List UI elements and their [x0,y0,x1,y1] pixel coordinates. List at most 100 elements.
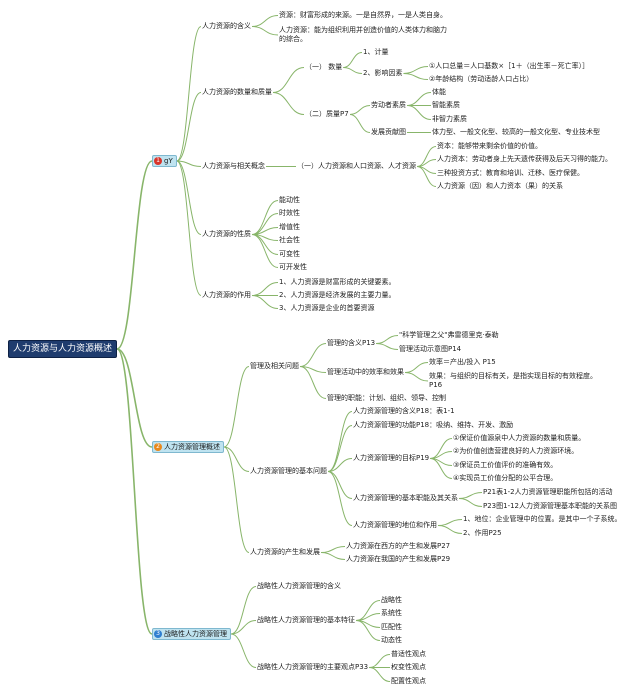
topic-hrm-functions[interactable]: 人力资源管理的功能P18：吸纳、维持、开发、激励 [352,421,515,430]
topic-taylor[interactable]: "科学管理之父"弗雷德里克·泰勒 [398,331,500,340]
topic-goal-1[interactable]: ①保证价值源泉中人力资源的数量和质量。 [452,434,587,443]
topic-contribution-chart[interactable]: 发展贡献图 [370,128,407,137]
topic-population-talent[interactable]: （一）人力资源和人口资源、人才资源 [296,162,417,171]
root-topic[interactable]: 人力资源与人力资源概述 [8,340,118,358]
number-badge-icon: 3 [154,630,162,638]
connector-line [376,343,399,350]
topic-role-enterprise[interactable]: 3、人力资源是企业的首要资源 [278,304,376,313]
topic-strategic[interactable]: 战略性 [380,596,403,605]
topic-universal-view[interactable]: 普适性观点 [390,650,427,659]
topic-related-concepts[interactable]: 人力资源与相关概念 [201,162,266,171]
topic-developability[interactable]: 可开发性 [278,263,308,272]
topic-contingency-view[interactable]: 权变性观点 [390,663,427,672]
topic-systematic[interactable]: 系统性 [380,609,403,618]
number-badge-icon: 1 [154,157,162,165]
topic-figure-1-12[interactable]: P23图1-12人力资源管理基本职能的关系图 [482,502,619,511]
connector-line [437,525,463,534]
topic-dynamic[interactable]: 动态性 [380,636,403,645]
topic-management-diagram[interactable]: 管理活动示意图P14 [398,345,463,354]
topic-position[interactable]: 1、地位：企业管理中的位置。是其中一个子系统。 [462,515,623,524]
topic-management-functions[interactable]: 管理的职能：计划、组织、领导、控制 [326,394,447,403]
topic-role-economy[interactable]: 2、人力资源是经济发展的主要力量。 [278,291,397,300]
topic-timeliness[interactable]: 时效性 [278,209,301,218]
connector-line [176,160,202,296]
connector-line [230,633,257,668]
topic-hr-meaning[interactable]: 人力资源的含义 [201,22,252,31]
topic-efficiency[interactable]: 效率＝产出/投入 P15 [428,358,497,367]
topic-position-role[interactable]: 人力资源管理的地位和作用 [352,521,438,530]
connector-line [320,552,346,560]
topic-effectiveness[interactable]: 效果：与组织的目标有关，是指实现目标的有效程度。P16 [428,372,600,390]
connector-line [349,105,371,115]
topic-hr-definition[interactable]: 人力资源：能为组织利用并创造价值的人类体力和脑力的综合。 [278,26,450,44]
topic-shrm-views[interactable]: 战略性人力资源管理的主要观点P33 [256,663,370,672]
connector-line [251,295,279,309]
connector-line [406,92,432,106]
topic-matching[interactable]: 匹配性 [380,623,403,632]
topic-initiative[interactable]: 能动性 [278,196,301,205]
topic-west-development[interactable]: 人力资源在西方的产生和发展P27 [345,542,452,551]
topic-goal-3[interactable]: ③保证员工价值评价的准确有效。 [452,461,559,470]
topic-configuration-view[interactable]: 配置性观点 [390,677,427,686]
topic-resource-definition[interactable]: 资源：财富形成的来源。一是自然界，一是人类自身。 [278,11,448,20]
topic-hr-quantity-quality[interactable]: 人力资源的数量和质量 [201,88,273,97]
topic-capital[interactable]: 资本：能够带来剩余价值的价值。 [436,142,543,151]
topic-appreciation[interactable]: 增值性 [278,223,301,232]
main-topic-label: gY [164,157,173,165]
topic-population-total[interactable]: ①人口总量＝人口基数×［1＋（出生率－死亡率）］ [428,62,591,71]
topic-physical[interactable]: 体能 [431,88,447,97]
topic-measurement[interactable]: 1、计量 [362,48,390,57]
topic-goal-4[interactable]: ④实现员工价值分配的公平合理。 [452,474,559,483]
topic-basic-functions-relations[interactable]: 人力资源管理的基本职能及其关系 [352,494,459,503]
connector-line [404,372,429,382]
main-topic-2[interactable]: 2 人力资源管理概述 [152,441,224,453]
topic-efficiency-effectiveness[interactable]: 管理活动中的效率和效果 [326,368,405,377]
connector-line [176,92,202,162]
topic-cause-effect[interactable]: 人力资源（因）和人力资本（果）的关系 [436,182,564,191]
connector-line [458,498,483,507]
connector-line [223,446,250,553]
topic-role-wealth[interactable]: 1、人力资源是财富形成的关键要素。 [278,278,397,287]
topic-shrm-meaning[interactable]: 战略性人力资源管理的含义 [256,582,342,591]
connector-line [327,471,353,526]
connector-line [403,73,429,80]
connector-line [349,114,371,133]
connector-line [355,620,381,641]
topic-labor-types[interactable]: 体力型、一般文化型、较高的一般文化型、专业技术型 [431,128,601,137]
topic-management-meaning[interactable]: 管理的含义P13 [326,339,377,348]
topic-role-p25[interactable]: 2、作用P25 [462,529,503,538]
connector-line [116,160,153,350]
topic-management-issues[interactable]: 管理及相关问题 [249,362,300,371]
connector-line [223,446,250,472]
connector-line [327,425,353,472]
connector-line [403,66,429,74]
main-topic-3[interactable]: 3 战略性人力资源管理 [152,628,231,640]
topic-china-development[interactable]: 人力资源在我国的产生和发展P29 [345,555,452,564]
topic-shrm-features[interactable]: 战略性人力资源管理的基本特征 [256,616,356,625]
topic-sociality[interactable]: 社会性 [278,236,301,245]
connector-line [327,458,353,472]
topic-non-intellectual[interactable]: 非智力素质 [431,115,468,124]
topic-table-1-2[interactable]: P21表1-2人力资源管理职能所包括的活动 [482,488,614,497]
topic-hrm-origin[interactable]: 人力资源的产生和发展 [249,548,321,557]
topic-investment-methods[interactable]: 三种投资方式：教育和培训、迁移、医疗保健。 [436,169,585,178]
connector-line [176,160,202,235]
connector-line [176,160,202,167]
connector-line [251,234,279,268]
main-topic-1[interactable]: 1 gY [152,155,177,167]
topic-hrm-basics[interactable]: 人力资源管理的基本问题 [249,467,328,476]
topic-variability[interactable]: 可变性 [278,250,301,259]
topic-quality[interactable]: （二）质量P7 [304,110,350,119]
connector-line [437,519,463,526]
topic-goal-2[interactable]: ②为价值创造营建良好的人力资源环境。 [452,447,580,456]
topic-hrm-meaning[interactable]: 人力资源管理的含义P18：表1-1 [352,407,456,416]
topic-hr-nature[interactable]: 人力资源的性质 [201,230,252,239]
topic-intellectual[interactable]: 智能素质 [431,101,461,110]
topic-influencing-factors[interactable]: 2、影响因素 [362,69,404,78]
topic-hr-role[interactable]: 人力资源的作用 [201,291,252,300]
topic-hrm-goals[interactable]: 人力资源管理的目标P19 [352,454,431,463]
topic-quantity[interactable]: （一） 数量 [304,63,344,72]
topic-human-capital[interactable]: 人力资本：劳动者身上先天遗传获得及后天习得的能力。 [436,155,613,164]
topic-age-structure[interactable]: ②年龄结构（劳动适龄人口占比） [428,75,535,84]
topic-worker-quality[interactable]: 劳动者素质 [370,101,407,110]
